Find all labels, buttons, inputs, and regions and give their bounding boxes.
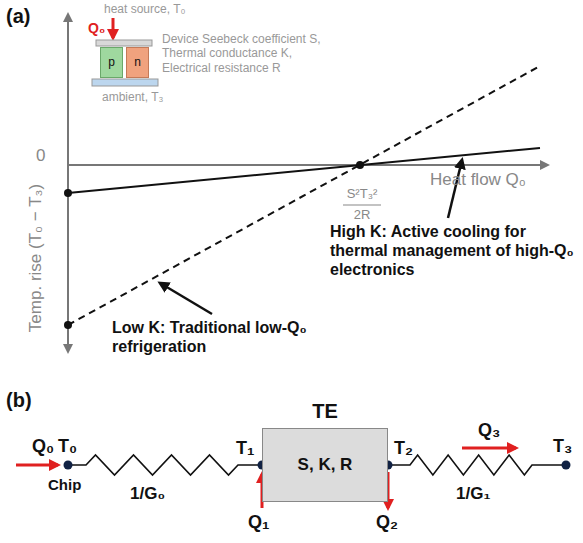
- node-heading: TE: [312, 400, 338, 423]
- y-axis: [67, 14, 69, 352]
- high-k-line: [68, 148, 540, 193]
- text-label: 2R: [354, 207, 371, 223]
- heat-arrow: [462, 447, 516, 450]
- text-label: T₁: [236, 438, 254, 460]
- hot-plate: [96, 40, 152, 46]
- text-label: Chip: [48, 476, 81, 494]
- cold-plate: [92, 79, 158, 86]
- crossing-dot: [356, 161, 364, 169]
- x-axis: [68, 164, 548, 166]
- text-label: Device Seebeck coefficient S, Thermal co…: [162, 32, 340, 75]
- heat-arrow: [16, 464, 58, 467]
- heat-arrow: [112, 18, 115, 38]
- fraction-bar: [343, 204, 381, 205]
- axis-label: Temp. rise (T₀ − T₃): [26, 184, 46, 332]
- te-module: TES, K, R: [262, 428, 388, 502]
- text-label: T₂: [394, 438, 413, 460]
- node-text: S, K, R: [298, 456, 353, 475]
- text-label: T₃: [553, 436, 572, 458]
- low-k-line: [68, 66, 540, 325]
- text-label: ambient, T₃: [102, 90, 163, 104]
- text-label: Low K: Traditional low-Q₀ refrigeration: [112, 318, 327, 356]
- text-label: Q₁: [248, 512, 269, 534]
- text-label: (a): [6, 4, 30, 28]
- text-label: (b): [6, 388, 32, 412]
- callout-arrow: [160, 283, 212, 314]
- node-text: p: [108, 56, 115, 69]
- intercept-dot: [64, 321, 72, 329]
- text-label: T₀: [58, 436, 77, 458]
- text-label: Q₀: [32, 436, 54, 458]
- text-label: Q₀: [88, 20, 105, 37]
- text-label: heat source, T₀: [104, 2, 185, 16]
- text-label: S²T₃²: [347, 186, 378, 202]
- text-label: 1/G₁: [456, 484, 490, 504]
- text-label: Q₂: [376, 512, 398, 534]
- resistor-symbol: [68, 455, 262, 475]
- text-label: 1/G₀: [130, 484, 165, 504]
- text-label: High K: Active cooling for thermal manag…: [330, 222, 575, 280]
- p-leg: p: [100, 47, 123, 78]
- text-label: Heat flow Q₀: [430, 170, 526, 190]
- text-label: 0: [36, 146, 45, 166]
- resistor-symbol: [388, 455, 566, 475]
- n-leg: n: [126, 47, 149, 78]
- text-label: Q₃: [478, 420, 500, 442]
- node-dot: [64, 461, 73, 470]
- node-dot: [562, 461, 571, 470]
- intercept-dot: [64, 189, 72, 197]
- node-text: n: [134, 56, 141, 69]
